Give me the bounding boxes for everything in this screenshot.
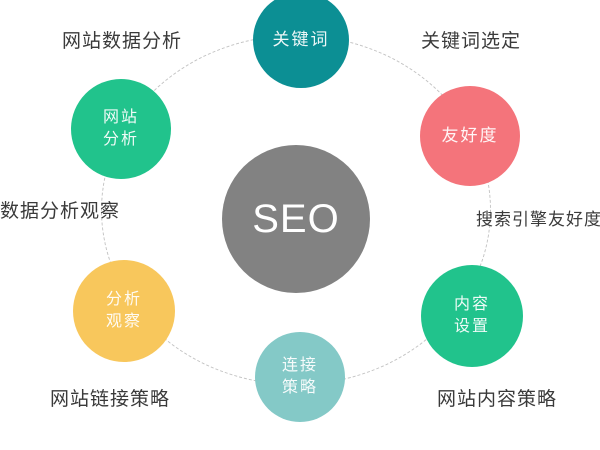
node-label-line: 观察	[105, 313, 142, 330]
node-friendliness: 友好度	[420, 86, 520, 186]
node-site-analysis-label: 网站 分析	[103, 107, 139, 150]
node-content-setup: 内容 设置	[421, 265, 523, 367]
node-content-setup-label: 内容 设置	[454, 294, 490, 337]
node-analysis-observation: 分析 观察	[73, 260, 175, 362]
caption-website-link-strategy: 网站链接策略	[50, 389, 171, 410]
node-link-strategy: 连接 策略	[255, 332, 345, 422]
node-label-line: 策略	[281, 379, 318, 396]
node-keywords: 关键词	[253, 0, 349, 88]
caption-search-engine-friendliness: 搜索引擎友好度	[476, 210, 600, 229]
node-link-strategy-label: 连接 策略	[282, 355, 318, 398]
node-label-line: 设置	[453, 318, 490, 335]
node-label-line: 分析	[105, 291, 142, 309]
node-friendliness-label: 友好度	[442, 125, 499, 148]
center-node-seo: SEO	[222, 145, 370, 293]
caption-website-data-analysis: 网站数据分析	[62, 31, 183, 52]
caption-keyword-selection: 关键词选定	[421, 31, 522, 52]
node-label-line: 连接	[281, 357, 318, 375]
node-label-line: 网站	[102, 109, 139, 127]
center-node-label: SEO	[252, 196, 340, 241]
node-label-line: 友好度	[441, 125, 499, 145]
caption-website-content-strategy: 网站内容策略	[437, 389, 558, 410]
node-label-line: 关键词	[272, 29, 330, 49]
node-analysis-observation-label: 分析 观察	[106, 289, 142, 332]
node-keywords-label: 关键词	[273, 29, 330, 52]
caption-data-analysis-observation: 数据分析观察	[0, 201, 121, 222]
node-label-line: 分析	[102, 131, 139, 148]
node-site-analysis: 网站 分析	[71, 79, 171, 179]
node-label-line: 内容	[453, 296, 490, 314]
